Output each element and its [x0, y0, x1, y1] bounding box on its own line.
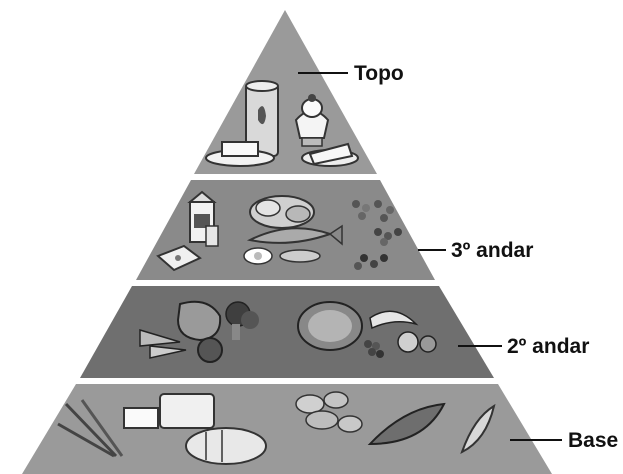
- tomato-icon: [198, 338, 222, 362]
- label-segundo-andar: 2º andar: [507, 335, 589, 358]
- pepper-icon: [178, 302, 220, 340]
- egg-icon: [244, 248, 272, 264]
- label-base: Base: [568, 429, 618, 452]
- label-topo: Topo: [354, 62, 404, 85]
- roast-chicken-icon: [250, 196, 314, 228]
- melon-icon: [298, 302, 362, 350]
- sliced-bread-icon: [186, 428, 266, 464]
- glass-icon: [206, 226, 218, 246]
- corn-cob-icon: [280, 250, 320, 262]
- label-terceiro-andar: 3º andar: [451, 239, 533, 262]
